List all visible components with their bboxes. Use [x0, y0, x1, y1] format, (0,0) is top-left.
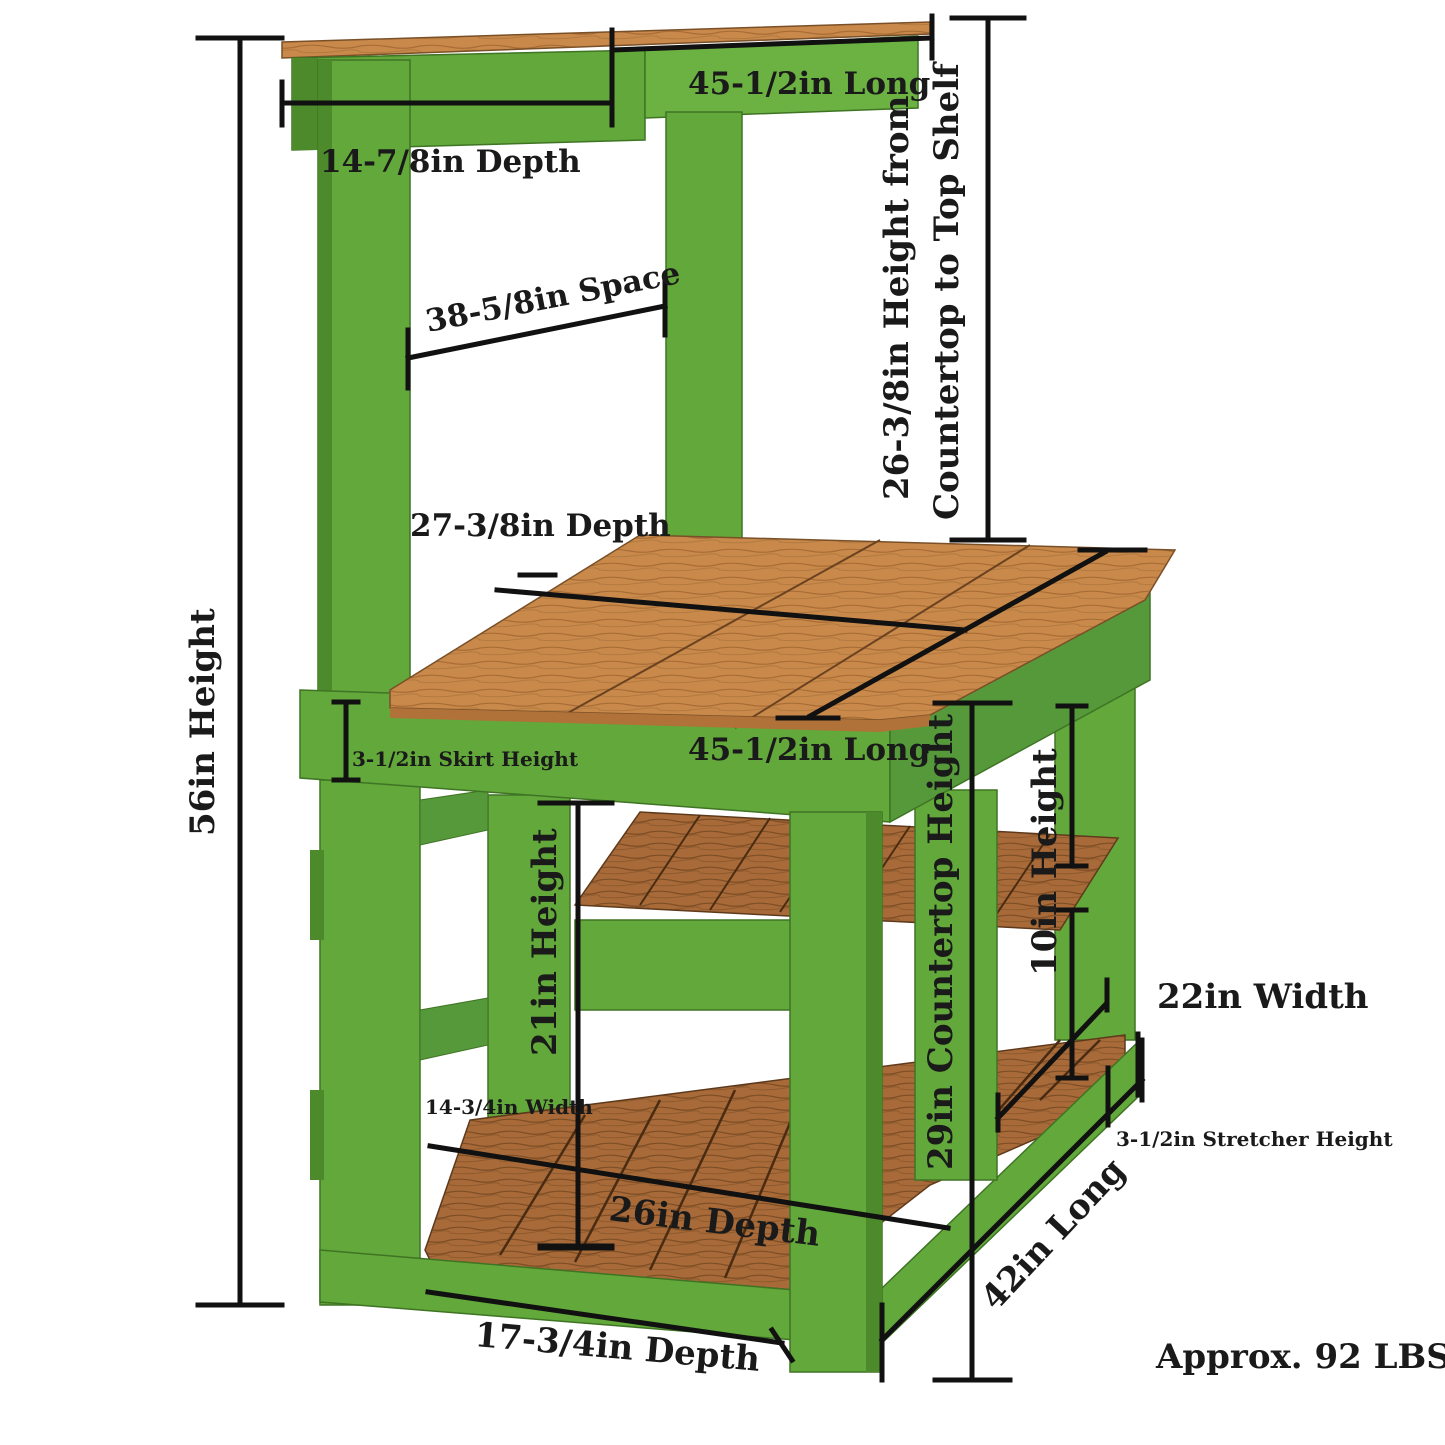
- label-width-22: 22in Width: [1157, 977, 1369, 1017]
- left-side-stretcher-upper: [419, 789, 489, 846]
- countertop-edge: [390, 708, 930, 732]
- counter-long-line: [806, 548, 1109, 720]
- label-shelf-21: 21in Height: [525, 828, 565, 1056]
- left-side-block-1: [310, 850, 324, 940]
- label-skirt-height: 3-1/2in Skirt Height: [352, 747, 579, 771]
- space-line: [405, 303, 668, 361]
- dimension-lines: [195, 13, 1148, 1383]
- width-14-line: [427, 1143, 951, 1231]
- width-22-line: [994, 1001, 1109, 1122]
- label-shelf-10: 10in Height: [1025, 748, 1065, 976]
- top-shelf-long-line: [609, 35, 935, 53]
- back-left-post-shade: [318, 60, 332, 700]
- label-total-height: 56in Height: [183, 608, 223, 836]
- label-top-shelf-long: 45-1/2in Long: [688, 66, 930, 102]
- counter-depth-line: [494, 587, 968, 633]
- label-weight: Approx. 92 LBS: [1155, 1337, 1445, 1377]
- back-right-post: [665, 111, 743, 553]
- right-middle-leg: [914, 789, 998, 1181]
- left-side-block-2: [310, 1090, 324, 1180]
- upper-shelf-front-rail: [574, 919, 796, 1011]
- countertop-board-seams: [554, 539, 1031, 729]
- label-top-shelf-depth: 14-7/8in Depth: [320, 144, 581, 180]
- label-counter-height: 29in Countertop Height: [921, 714, 961, 1170]
- label-stretcher-height: 3-1/2in Stretcher Height: [1116, 1127, 1393, 1151]
- label-counter-long: 45-1/2in Long: [688, 732, 930, 768]
- left-side-stretcher-middle: [419, 997, 489, 1061]
- depth-17-line: [425, 1289, 785, 1346]
- long-42-line: [878, 1076, 1146, 1344]
- label-counter-depth: 27-3/8in Depth: [410, 508, 671, 544]
- front-right-leg-shade: [866, 812, 882, 1372]
- label-counter-to-top-line2: Countertop to Top Shelf: [927, 61, 967, 520]
- bench-illustration: [281, 21, 1177, 1373]
- back-inner-leg: [487, 794, 571, 1141]
- left-front-leg: [319, 779, 421, 1306]
- label-counter-to-top-line1: 26-3/8in Height from: [877, 95, 917, 500]
- label-width-14: 14-3/4in Width: [425, 1095, 593, 1119]
- depth-17-cap-right: [768, 1326, 796, 1364]
